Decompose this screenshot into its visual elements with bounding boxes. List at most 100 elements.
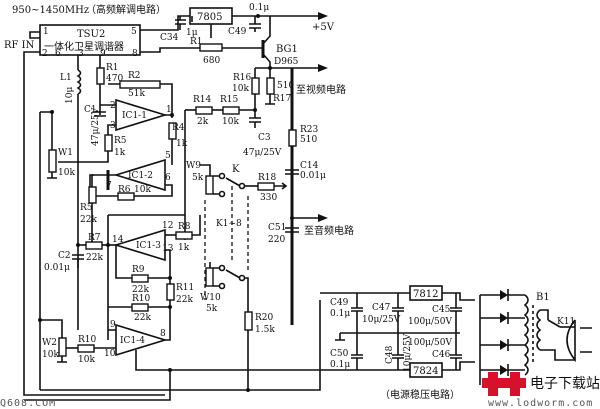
svg-text:10μ: 10μ <box>65 87 75 104</box>
watermark-url: www.lodworm.com <box>488 398 593 409</box>
svg-text:W2: W2 <box>42 338 57 348</box>
svg-text:5k: 5k <box>206 304 218 314</box>
resistor-r10-22k <box>131 303 149 312</box>
svg-text:W1: W1 <box>58 148 73 158</box>
svg-text:C14: C14 <box>300 161 319 171</box>
svg-text:10: 10 <box>104 349 116 359</box>
potentiometer-w2 <box>58 337 67 357</box>
svg-text:2k: 2k <box>197 117 209 127</box>
svg-text:22k: 22k <box>134 313 151 323</box>
svg-text:R15: R15 <box>220 95 239 105</box>
power-switch-k11[interactable] <box>547 319 561 328</box>
c45-ref: C45 <box>432 305 451 315</box>
svg-text:0.1μ: 0.1μ <box>330 360 350 370</box>
svg-text:R7: R7 <box>88 233 101 243</box>
svg-text:510: 510 <box>300 135 317 145</box>
tuner-pin-5: 5 <box>131 27 137 37</box>
resistor-r8 <box>175 231 193 240</box>
svg-text:1.5k: 1.5k <box>255 325 275 335</box>
svg-text:22k: 22k <box>86 253 103 263</box>
svg-text:7805: 7805 <box>197 12 222 23</box>
switch-k-lower[interactable] <box>225 269 241 279</box>
svg-text:3: 3 <box>110 121 116 131</box>
rf-in-label: RF IN <box>4 40 35 51</box>
svg-text:R17: R17 <box>273 94 292 104</box>
band-note: （高频解调电路） <box>86 3 166 16</box>
svg-text:12: 12 <box>162 221 173 231</box>
svg-text:47μ/25V: 47μ/25V <box>91 107 101 146</box>
svg-text:10μ/25V: 10μ/25V <box>403 333 413 372</box>
resistor-r2 <box>119 80 161 89</box>
c51-ref: C51 <box>268 223 286 233</box>
svg-text:1k: 1k <box>176 139 188 149</box>
tuner-pin-1: 1 <box>43 27 49 37</box>
svg-text:R6: R6 <box>118 185 131 195</box>
switch-k-label: K <box>232 164 240 175</box>
opamp-ic1-3: IC1-3 12 13 14 <box>112 221 174 262</box>
svg-text:14: 14 <box>112 235 124 245</box>
tuner-pin-2: 2 <box>42 49 48 59</box>
svg-text:R4: R4 <box>172 123 185 133</box>
svg-text:R14: R14 <box>193 95 212 105</box>
resistor-r15 <box>222 106 240 115</box>
svg-text:10k: 10k <box>78 355 95 365</box>
svg-text:10k: 10k <box>134 185 151 195</box>
svg-text:0.01μ: 0.01μ <box>44 263 70 273</box>
c49b-ref: C49 <box>330 298 349 308</box>
tuner-name: 一体化卫星调谐器 <box>44 40 124 53</box>
svg-text:330: 330 <box>260 193 277 203</box>
svg-text:R20: R20 <box>255 313 274 323</box>
resistor-r10-10k <box>77 344 95 353</box>
svg-text:IC1-1: IC1-1 <box>122 111 147 121</box>
svg-text:13: 13 <box>162 244 174 254</box>
resistor-r9 <box>131 274 149 283</box>
svg-text:C3: C3 <box>258 133 271 143</box>
watermark-brand: 电子下载站 <box>530 376 600 392</box>
svg-text:220: 220 <box>268 235 285 245</box>
resistor-r5-1k <box>104 134 113 152</box>
svg-text:IC1-3: IC1-3 <box>136 241 161 251</box>
switch-k[interactable] <box>225 177 241 187</box>
resistor-r18 <box>257 182 275 191</box>
svg-text:R2: R2 <box>128 71 141 81</box>
svg-text:10μ/25V: 10μ/25V <box>362 315 401 325</box>
svg-text:R16: R16 <box>233 73 252 83</box>
svg-text:5k: 5k <box>192 173 204 183</box>
svg-text:R10: R10 <box>78 335 97 345</box>
mains-plug-icon <box>566 319 592 363</box>
svg-text:680: 680 <box>203 56 220 66</box>
svg-text:R10: R10 <box>132 294 151 304</box>
tuner-ref: TSU2 <box>77 29 105 40</box>
svg-text:9: 9 <box>110 320 116 330</box>
resistor-r20 <box>244 311 253 331</box>
svg-text:0.1μ: 0.1μ <box>330 309 350 319</box>
svg-text:470: 470 <box>106 74 123 84</box>
svg-text:R1: R1 <box>106 63 119 73</box>
opamp-ic1-4: IC1-4 9 10 8 <box>104 320 168 359</box>
svg-text:W10: W10 <box>200 293 221 303</box>
tuner-pin-6: 6 <box>55 49 61 59</box>
svg-text:47μ/25V: 47μ/25V <box>243 148 282 158</box>
svg-text:10k: 10k <box>42 350 59 360</box>
svg-text:10k: 10k <box>58 168 75 178</box>
tuner-pin-9: 9 <box>100 49 106 59</box>
tuner-pin-3: 3 <box>78 49 84 59</box>
svg-text:7812: 7812 <box>413 289 438 300</box>
svg-text:10k: 10k <box>232 84 249 94</box>
c46-ref: C46 <box>432 350 451 360</box>
svg-text:7824: 7824 <box>413 366 438 377</box>
svg-text:R8: R8 <box>178 222 191 232</box>
resistor-r14 <box>195 106 213 115</box>
c2-ref: C2 <box>58 251 71 261</box>
svg-text:R9: R9 <box>132 265 145 275</box>
tuner-module: TSU2 一体化卫星调谐器 1 2 6 3 9 5 8 <box>39 24 141 59</box>
c48-ref: C48 <box>385 345 395 364</box>
svg-text:R1: R1 <box>190 37 203 47</box>
output-audio: 至音频电路 <box>304 224 354 237</box>
resistor-r1-680 <box>199 43 223 52</box>
rectifier-bridge <box>479 289 525 385</box>
c50-ref: C50 <box>330 349 349 359</box>
svg-text:6: 6 <box>165 173 171 183</box>
opamp-ic1-1: IC1-1 2 3 1 <box>110 98 172 132</box>
svg-text:10k: 10k <box>222 117 239 127</box>
